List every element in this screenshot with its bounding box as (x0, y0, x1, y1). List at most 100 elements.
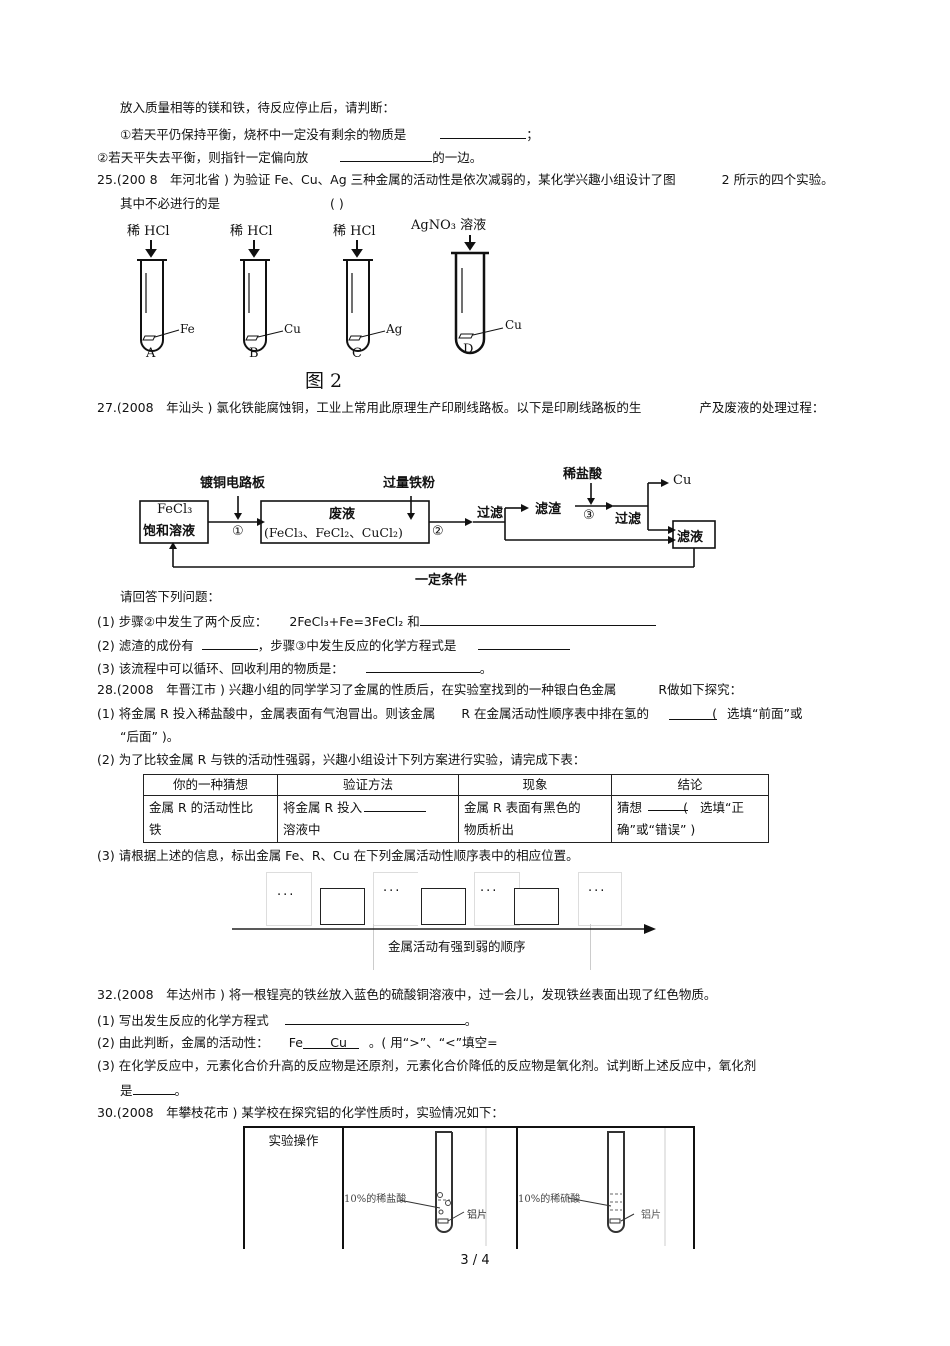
q32-line1: 32.(2008 年达州市 ) 将一根锃亮的铁丝放入蓝色的硫酸铜溶液中，过一会儿… (97, 987, 717, 1002)
q24-line2: ①若天平仍保持平衡，烧杯中一定没有剩余的物质是 ； (120, 125, 539, 143)
conclusion-answer-blank[interactable]: ( (648, 797, 689, 815)
flow-input-copper-board: 镀铜电路板 (200, 476, 266, 491)
cell-conclusion: 猜想(选填“正 确”或“错误” ) (611, 795, 769, 843)
q30-operation-label: 实验操作 (268, 1133, 319, 1148)
q25-line1: 25.(200 8 年河北省 ) 为验证 Fe、Cu、Ag 三种金属的活动性是依… (97, 172, 834, 188)
conclusion-hint: 选填“正 (700, 800, 744, 815)
q28-sub2-text: 为了比较金属 R 与铁的活动性强弱，兴趣小组设计下列方案进行实验，请完成下表： (118, 752, 586, 767)
q32-sub2-fe: Fe (288, 1035, 303, 1050)
q28-question-text: 28.(2008 年晋江市 ) 兴趣小组的同学学习了金属的性质后，在实验室找到的… (97, 682, 617, 697)
q27-sub3-number: (3) (97, 661, 115, 676)
tube-d-reagent: AgNO₃ 溶液 (411, 218, 487, 233)
sequence-ellipsis-cell-2 (373, 872, 418, 926)
conclusion-line1: 猜想(选填“正 (617, 797, 763, 819)
table-header-row: 你的一种猜想 验证方法 现象 结论 (143, 774, 769, 796)
conclusion-open-paren: ( (683, 800, 689, 815)
q32-sub1: (1) 写出发生反应的化学方程式。 (97, 1011, 477, 1029)
figure-2-test-tubes: 稀 HCl 稀 HCl 稀 HCl AgNO₃ 溶液 Fe Cu Ag Cu A… (113, 218, 538, 393)
q32-sub1-end: 。 (464, 1013, 478, 1028)
method-solution-blank[interactable] (364, 798, 427, 812)
cell-method: 将金属 R 投入 溶液中 (277, 795, 459, 843)
q30-line1: 30.(2008 年攀枝花市 ) 某学校在探究铝的化学性质时，实验情况如下： (97, 1105, 504, 1120)
q32-sub2-cu: Cu (330, 1035, 347, 1050)
method-text: 将金属 R 投入 (283, 800, 363, 815)
q28-line1: 28.(2008 年晋江市 ) 兴趣小组的同学学习了金属的性质后，在实验室找到的… (97, 682, 742, 698)
cell-phenomenon: 金属 R 表面有黑色的 物质析出 (458, 795, 612, 843)
tube-a-reagent: 稀 HCl (127, 224, 170, 239)
sequence-answer-box-2[interactable] (421, 888, 466, 925)
flow-step-1: ① (232, 524, 244, 539)
q27-sub2: (2) 滤渣的成份有，步骤③中发生反应的化学方程式是 (97, 636, 571, 654)
q30-tube2-metal: 铝片 (641, 1210, 661, 1221)
q25-prompt: 其中不必进行的是 (120, 196, 221, 211)
tube-c-label: C (352, 346, 362, 361)
q28-experiment-table: 你的一种猜想 验证方法 现象 结论 金属 R 的活动性比 铁 将金属 R 投入 … (143, 774, 769, 843)
q24-line3: ②若天平失去平衡，则指针一定偏向放的一边。 (97, 148, 482, 166)
flow-box2-title: 废液 (329, 507, 356, 522)
q32-sub2-number: (2) (97, 1035, 115, 1050)
flow-input-iron-powder: 过量铁粉 (383, 476, 436, 491)
axis-label-frame (373, 924, 591, 970)
q27-sub1-answer-blank[interactable] (419, 612, 656, 626)
sequence-ellipsis-cell-4 (578, 872, 622, 926)
q32-sub3-text: 在化学反应中，元素化合价升高的反应物是还原剂，元素化合价降低的反应物是氧化剂。试… (118, 1058, 757, 1073)
phenomenon-line1: 金属 R 表面有黑色的 (464, 800, 581, 815)
q25-line2: 其中不必进行的是 ( ) (120, 196, 344, 212)
q24-answer-blank-1[interactable] (440, 125, 527, 139)
flow-filtrate: 滤液 (677, 530, 704, 545)
q24-line2-text: ①若天平仍保持平衡，烧杯中一定没有剩余的物质是 (120, 127, 407, 142)
sequence-answer-box-1[interactable] (320, 888, 365, 925)
q32-sub2: (2) 由此判断，金属的活动性： Fe Cu 。( 用“>”、“<”填空= (97, 1035, 498, 1051)
sequence-answer-box-3[interactable] (514, 888, 559, 925)
activity-sequence-chart: ··· ··· ··· ··· 金属活动有强到弱的顺序 (230, 870, 660, 970)
tube-b-metal: Cu (284, 322, 301, 336)
q27-sub2-equation-blank[interactable] (478, 636, 571, 650)
q27-question-end: 产及废液的处理过程： (699, 400, 825, 415)
flow-residue: 滤渣 (535, 502, 562, 517)
sequence-ellipsis-2: ··· (383, 884, 402, 899)
tube-d-metal: Cu (505, 318, 522, 332)
q32-sub3-line2: 是。 (120, 1081, 187, 1099)
tube-c-metal: Ag (386, 322, 403, 336)
q32-sub3-oxidant-blank[interactable] (132, 1081, 175, 1095)
q27-sub1: (1) 步骤②中发生了两个反应：2FeCl₃+Fe=3FeCl₂ 和 (97, 612, 656, 630)
q28-sub3-number: (3) (97, 848, 115, 863)
conclusion-line2: 确”或“错误” ) (617, 822, 696, 837)
flow-box2-contents: (FeCl₃、FeCl₂、CuCl₂) (264, 525, 403, 540)
q27-sub1-number: (1) (97, 614, 115, 629)
q24-answer-blank-2[interactable] (340, 148, 433, 162)
q25-question-text: 25.(200 8 年河北省 ) 为验证 Fe、Cu、Ag 三种金属的活动性是依… (97, 172, 676, 187)
q28-sub1-answer-blank[interactable]: ( (669, 706, 718, 721)
q32-sub2-compare-blank[interactable]: Cu (302, 1035, 359, 1050)
q27-question-text: 27.(2008 年汕头 ) 氯化铁能腐蚀铜，工业上常用此原理生产印刷线路板。以… (97, 400, 642, 415)
q27-sub3: (3) 该流程中可以循环、回收利用的物质是：。 (97, 659, 492, 677)
header-conclusion: 结论 (611, 774, 769, 796)
q27-sub3-answer-blank[interactable] (365, 659, 480, 673)
q24-line3-text: ②若天平失去平衡，则指针一定偏向放 (97, 150, 309, 165)
q30-experiment-table: 实验操作 10%的稀盐酸 铝片 (243, 1126, 695, 1249)
q25-answer-paren[interactable]: ( ) (330, 196, 344, 211)
q32-sub2-end: 。( 用“>”、“<”填空= (368, 1035, 498, 1050)
sequence-ellipsis-3: ··· (480, 884, 499, 899)
q24-line2-end: ； (526, 127, 539, 142)
method-line1: 将金属 R 投入 (283, 797, 453, 819)
q32-sub2-text: 由此判断，金属的活动性： (118, 1035, 269, 1050)
q25-question-end: 2 所示的四个实验。 (721, 172, 834, 187)
flow-lines (139, 479, 716, 568)
sequence-ellipsis-cell-3 (474, 872, 520, 926)
q32-sub3-end: 。 (174, 1083, 188, 1098)
q28-sub3: (3) 请根据上述的信息，标出金属 Fe、R、Cu 在下列金属活动性顺序表中的相… (97, 848, 579, 864)
method-line2: 溶液中 (283, 822, 321, 837)
header-method: 验证方法 (277, 774, 459, 796)
q28-sub1-number: (1) (97, 706, 115, 721)
q27-sub3-end: 。 (479, 661, 493, 676)
q32-sub1-equation-blank[interactable] (284, 1011, 465, 1025)
test-tubes-illustration (137, 235, 504, 355)
q27-sub2-residue-blank[interactable] (201, 636, 258, 650)
guess-line2: 铁 (149, 822, 162, 837)
sequence-ellipsis-4: ··· (588, 884, 607, 899)
q28-sub1-text-b: R 在金属活动性顺序表中排在氢的 (461, 706, 650, 721)
tube-a-label: A (146, 346, 156, 361)
tube-b-reagent: 稀 HCl (230, 224, 273, 239)
